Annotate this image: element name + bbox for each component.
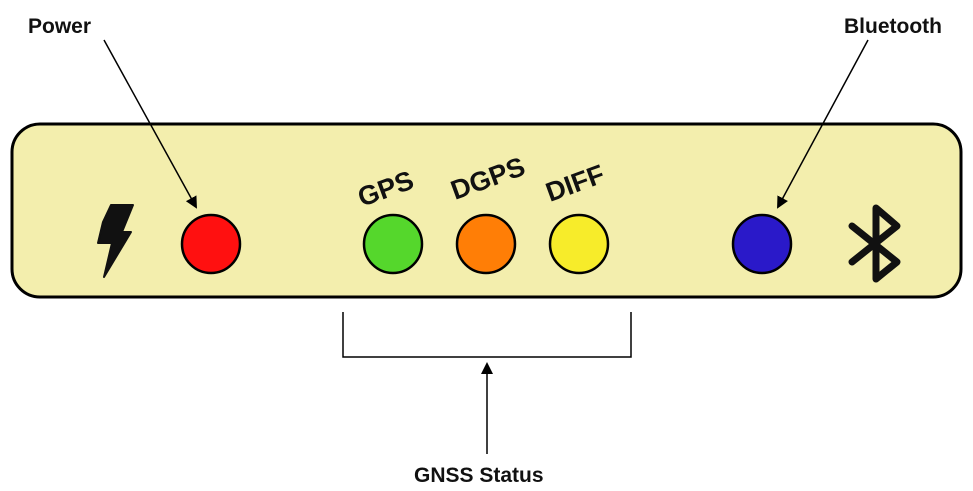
lightning-bolt-icon — [97, 204, 134, 278]
bluetooth-leader-line — [777, 39, 869, 209]
bluetooth-callout-label: Bluetooth — [844, 15, 942, 38]
gnss-bracket — [342, 312, 632, 358]
led-panel — [10, 122, 963, 299]
gnss-status-callout-label: GNSS Status — [414, 464, 544, 487]
dgps-led — [455, 213, 517, 275]
diff-led — [548, 213, 610, 275]
bluetooth-led — [731, 213, 793, 275]
bluetooth-icon — [848, 204, 901, 283]
power-callout-label: Power — [28, 15, 91, 38]
power-led — [180, 213, 242, 275]
power-leader-line — [103, 39, 197, 209]
gps-led — [362, 213, 424, 275]
